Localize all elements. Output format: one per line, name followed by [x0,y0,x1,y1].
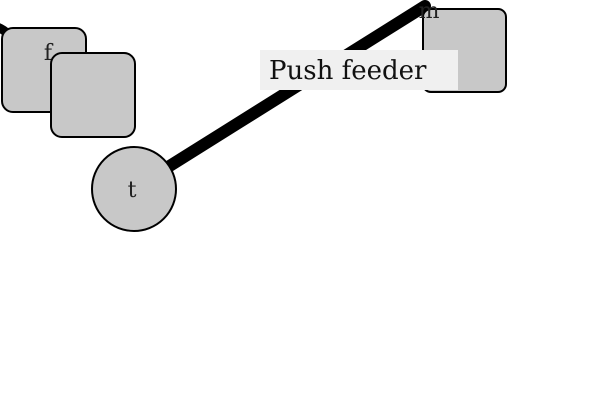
edge-label-text: Push feeder [269,56,427,86]
node-t-shape [91,146,177,232]
node-t-label: t [128,178,137,203]
node-m-label: m [419,0,440,24]
node-t[interactable]: t [91,146,177,232]
node-f-overlap-shape [50,52,136,138]
node-f-overlap[interactable] [50,52,136,138]
edge-label-push-feeder: Push feeder [260,50,458,90]
node-f-label: f [44,41,54,66]
edge-label-background [260,50,458,90]
